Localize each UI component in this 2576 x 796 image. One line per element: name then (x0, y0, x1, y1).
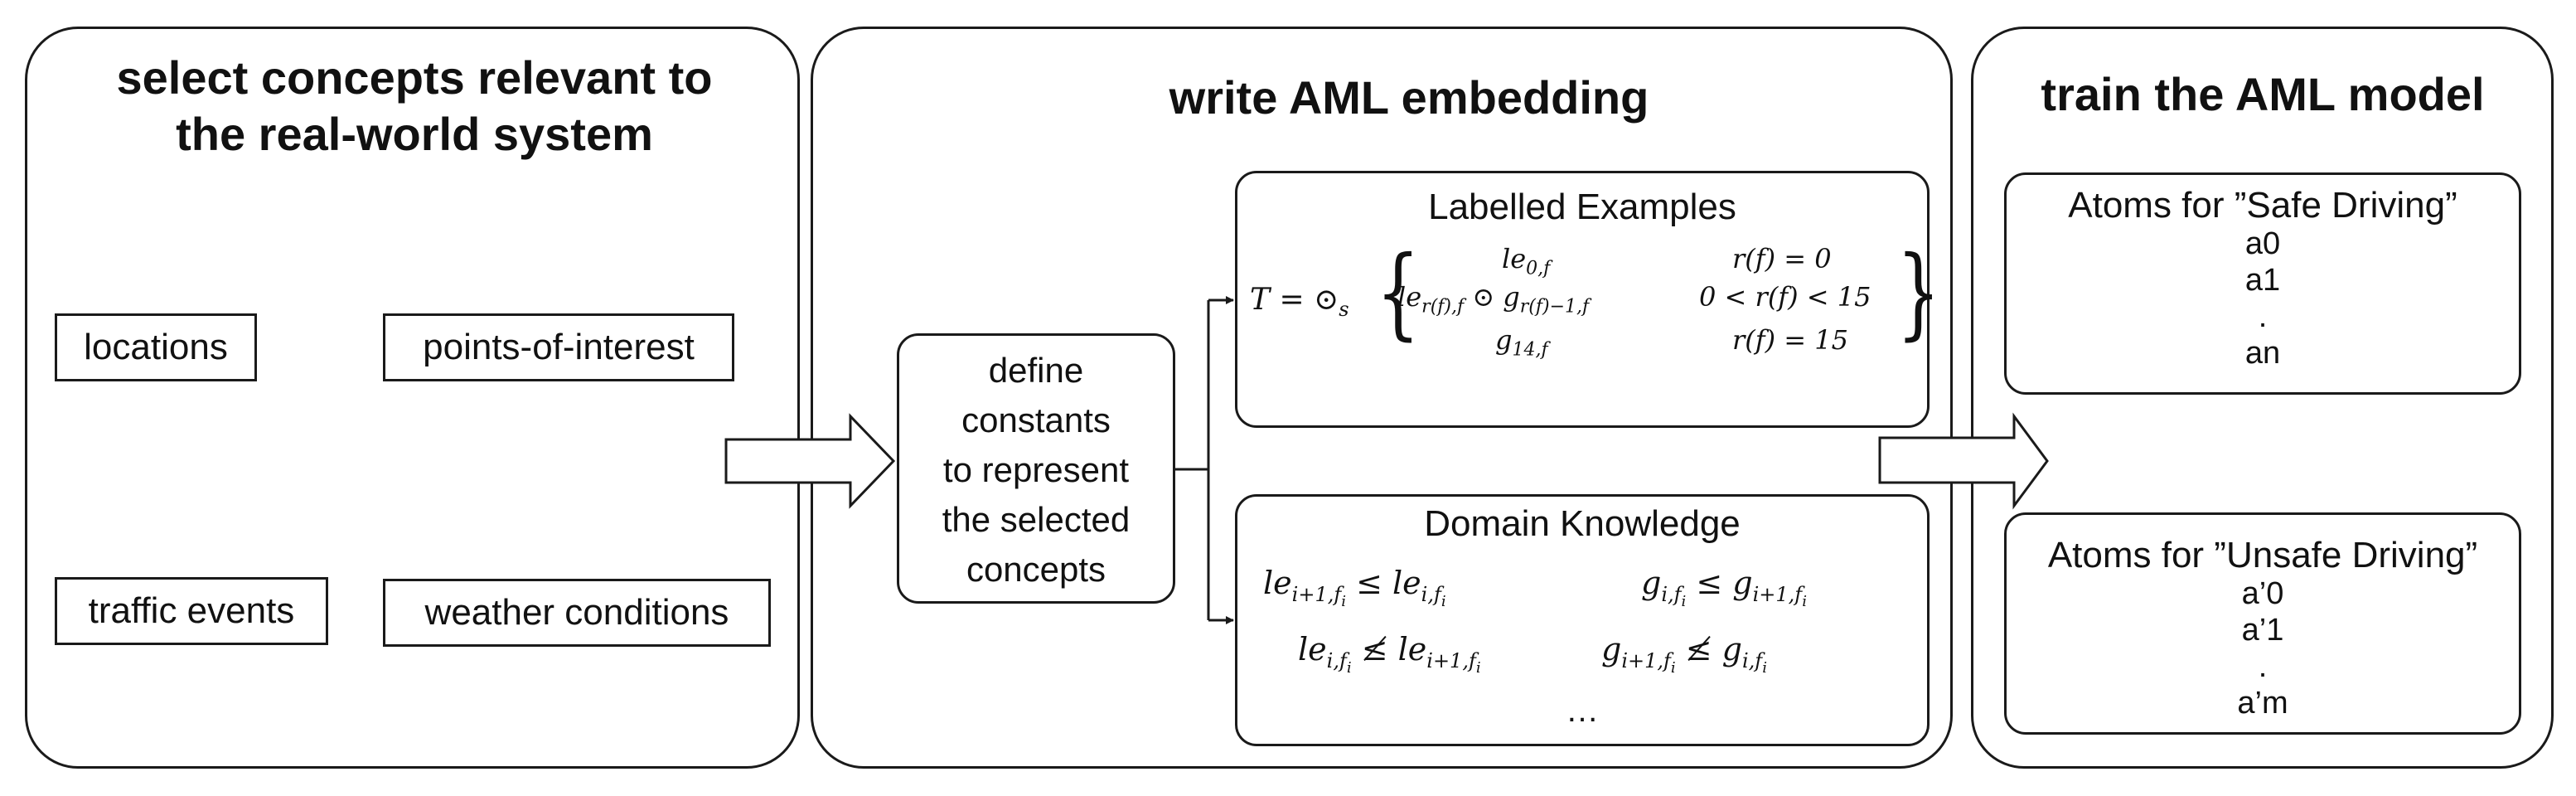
safe-atom-0: a0 (2244, 226, 2281, 261)
panel-select-title-line2: the real-world system (176, 108, 653, 160)
labelled-formula-lhs: T = ⊙s (1250, 283, 1349, 322)
left-brace: { (1376, 235, 1421, 351)
safe-atoms-list: a0 a1 . an (2004, 226, 2521, 371)
concept-traffic-events: traffic events (55, 577, 328, 645)
unsafe-atom-1: a’1 (2241, 613, 2284, 648)
case-2-expr: ler(f),f ⊙ gr(f)−1,f (1397, 281, 1590, 318)
dk-ellipsis: … (1566, 692, 1599, 729)
define-line-1: define (988, 351, 1084, 390)
dk-row1-left: lei+1,fi ≤ lei,fi (1263, 565, 1446, 610)
safe-atom-dot: . (2258, 299, 2268, 334)
case-1-expr: le0,f (1502, 243, 1551, 279)
safe-driving-box (2004, 172, 2521, 395)
domain-knowledge-box (1235, 494, 1930, 746)
safe-atom-1: a1 (2244, 263, 2281, 298)
concept-locations: locations (55, 313, 257, 381)
define-line-3: to represent (942, 450, 1130, 489)
block-arrow-embed-to-train (1878, 412, 2049, 510)
unsafe-atom-0: a’0 (2241, 576, 2284, 611)
case-2-cond: 0 < r(f) < 15 (1699, 281, 1871, 313)
dk-row1-right: gi,fi ≤ gi+1,fi (1641, 565, 1807, 610)
unsafe-driving-heading: Atoms for ”Unsafe Driving” (2047, 535, 2478, 575)
concept-points-of-interest: points-of-interest (383, 313, 734, 381)
safe-driving-heading: Atoms for ”Safe Driving” (2068, 185, 2457, 226)
unsafe-atom-m: a’m (2237, 686, 2288, 721)
fork-connector (1175, 300, 1210, 620)
safe-atom-n: an (2244, 336, 2281, 371)
panel-embed-title: write AML embedding (1169, 71, 1649, 124)
panel-select-title-line1: select concepts relevant to (116, 51, 713, 104)
case-3-expr: g14,f (1495, 324, 1548, 361)
unsafe-atoms-list: a’0 a’1 . a’m (2004, 575, 2521, 721)
right-brace: } (1896, 235, 1941, 351)
dk-row2-right: gi+1,fi ≰ gi,fi (1601, 631, 1767, 677)
domain-knowledge-heading: Domain Knowledge (1424, 503, 1741, 544)
concept-weather-conditions: weather conditions (383, 579, 771, 647)
dk-row2-left: lei,fi ≰ lei+1,fi (1298, 631, 1481, 677)
define-constants-box: define constants to represent the select… (897, 333, 1175, 604)
define-line-4: the selected (942, 500, 1131, 539)
block-arrow-select-to-embed (724, 413, 896, 509)
unsafe-atom-dot: . (2258, 649, 2268, 684)
panel-train-title: train the AML model (2041, 68, 2485, 120)
case-3-cond: r(f) = 15 (1732, 324, 1848, 356)
define-line-2: constants (961, 400, 1111, 439)
unsafe-driving-box (2004, 512, 2521, 735)
labelled-examples-heading: Labelled Examples (1428, 187, 1736, 227)
case-1-cond: r(f) = 0 (1732, 243, 1832, 274)
define-line-5: concepts (966, 550, 1106, 589)
labelled-examples-box (1235, 171, 1930, 428)
